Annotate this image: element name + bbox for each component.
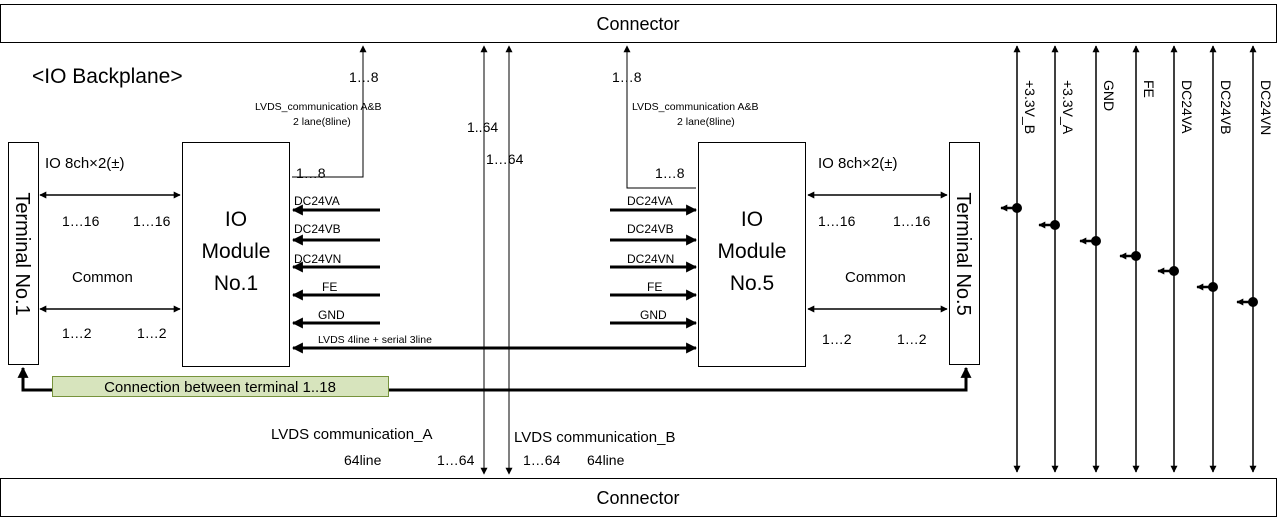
terminal-right-box (949, 142, 980, 365)
common-left: Common (72, 269, 133, 286)
lvds-ab-left-line1: LVDS_communication A&B (255, 101, 381, 113)
lvds-ab-left-line (292, 45, 367, 178)
connector-bottom-box (0, 478, 1277, 517)
power-right-fe: FE (647, 280, 662, 294)
connector-bottom-label: Connector (596, 488, 679, 508)
power-buses (1013, 45, 1257, 473)
module-right-line3: No.5 (730, 272, 774, 295)
bus-label-dc24vn: DC24VN (1258, 80, 1274, 135)
lvds-b-label: LVDS communication_B (514, 429, 675, 446)
terminal-connection-line (17, 366, 972, 392)
range-left-2: 1…16 (133, 213, 171, 229)
range-1-8-right-top: 1…8 (612, 69, 642, 85)
lvds-serial-label: LVDS 4line + serial 3line (318, 334, 432, 346)
range-right-4: 1…2 (897, 331, 927, 347)
power-right-dc24va: DC24VA (627, 194, 673, 208)
lvds-b-range: 1…64 (523, 452, 561, 468)
terminal-right-label: Terminal No.5 (952, 192, 974, 315)
range-1-8-left: 1…8 (296, 165, 326, 181)
range-1-8-left-top: 1…8 (349, 69, 379, 85)
power-left-dc24vb: DC24VB (294, 222, 341, 236)
power-left-fe: FE (322, 280, 337, 294)
module-left-line3: No.1 (214, 272, 258, 295)
module-left-line2: Module (202, 240, 271, 263)
module-right-box (698, 142, 806, 367)
power-right-gnd: GND (640, 308, 667, 322)
connector-top-box (0, 4, 1277, 43)
range-left-3: 1…2 (62, 325, 92, 341)
terminal-connection-box (52, 376, 389, 397)
io-label-left: IO 8ch×2(±) (45, 155, 125, 172)
connector-top-label: Connector (596, 14, 679, 34)
bus-label-dc24vb: DC24VB (1218, 80, 1234, 134)
range-right-1: 1…16 (818, 213, 856, 229)
power-right-dc24vb: DC24VB (627, 222, 674, 236)
terminal-connection-label: Connection between terminal 1..18 (104, 379, 336, 396)
lvds-a-label: LVDS communication_A (271, 426, 432, 443)
range-left-1: 1…16 (62, 213, 100, 229)
power-left-dc24va: DC24VA (294, 194, 340, 208)
backplane-title: <IO Backplane> (32, 65, 183, 88)
module-left-box (182, 142, 290, 367)
lvds-ab-right-line2: 2 lane(8line) (677, 116, 735, 128)
power-arrows-right (610, 204, 698, 329)
lvds-a-range: 1…64 (437, 452, 475, 468)
bus-label-dc24va: DC24VA (1179, 80, 1195, 134)
range-1-64-b: 1…64 (486, 151, 524, 167)
bus-label-3v3b: +3.3V_B (1022, 80, 1038, 134)
lvds-ab-right-line (623, 45, 696, 189)
module-left-line1: IO (225, 208, 247, 231)
common-right: Common (845, 269, 906, 286)
lvds-ab-right-line1: LVDS_communication A&B (632, 101, 758, 113)
range-right-3: 1…2 (822, 331, 852, 347)
range-right-2: 1…16 (893, 213, 931, 229)
io-label-right: IO 8ch×2(±) (818, 155, 898, 172)
range-left-4: 1…2 (137, 325, 167, 341)
terminal-left-box (8, 142, 39, 365)
bus-label-3v3a: +3.3V_A (1060, 80, 1076, 135)
bus-label-fe: FE (1141, 80, 1157, 98)
range-1-64-a: 1..64 (467, 119, 498, 135)
bus-label-gnd: GND (1101, 80, 1117, 111)
range-1-8-right: 1…8 (655, 165, 685, 181)
power-left-gnd: GND (318, 308, 345, 322)
lvds-a-lines: 64line (344, 452, 382, 468)
terminal-left-label: Terminal No.1 (11, 192, 33, 315)
power-arrows-left (291, 204, 380, 329)
module-right-line1: IO (741, 208, 763, 231)
power-right-dc24vn: DC24VN (627, 252, 674, 266)
power-left-dc24vn: DC24VN (294, 252, 341, 266)
module-right-line2: Module (718, 240, 787, 263)
lvds-b-lines: 64line (587, 452, 625, 468)
lvds-ab-left-line2: 2 lane(8line) (293, 116, 351, 128)
power-bus-taps (1000, 203, 1258, 307)
